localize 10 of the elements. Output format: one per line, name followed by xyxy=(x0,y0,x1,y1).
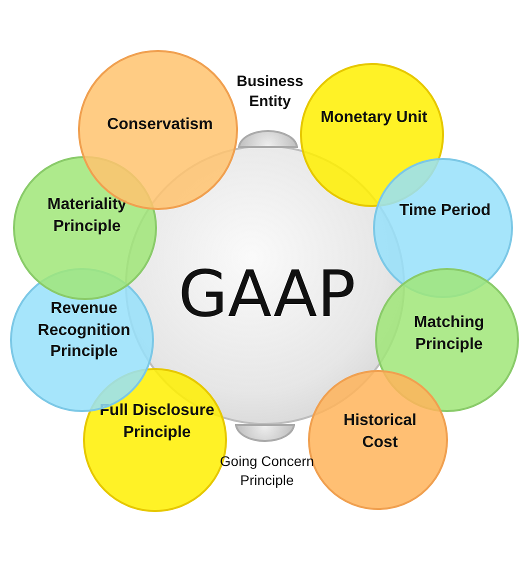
principle-label: Monetary Unit xyxy=(320,108,428,128)
principle-label: Time Period xyxy=(398,201,492,221)
principle-label: Business Entity xyxy=(236,72,304,112)
title-label: GAAP xyxy=(177,257,357,334)
principle-label: Historical Cost xyxy=(342,411,418,453)
principle-label: Materiality Principle xyxy=(46,195,128,237)
principle-label: Conservatism xyxy=(106,115,214,135)
principle-label: Matching Principle xyxy=(412,313,486,355)
principle-label: Full Disclosure Principle xyxy=(98,401,216,443)
principle-label: Revenue Recognition Principle xyxy=(36,299,132,362)
